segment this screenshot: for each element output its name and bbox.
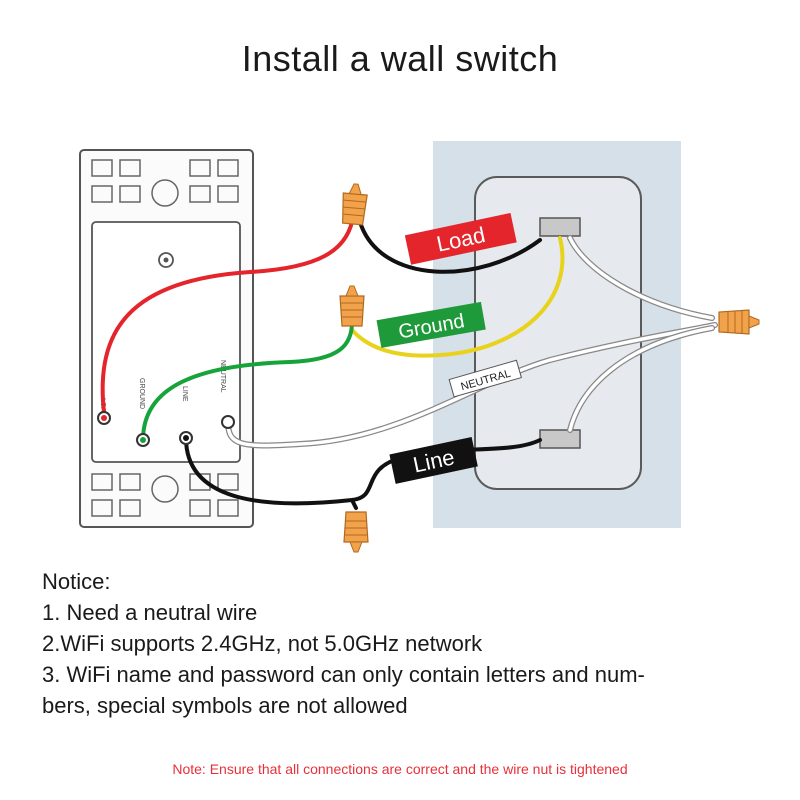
load-wire xyxy=(100,220,354,414)
footnote: Note: Ensure that all connections are co… xyxy=(172,761,628,777)
notice-item: 2.WiFi supports 2.4GHz, not 5.0GHz netwo… xyxy=(42,631,483,656)
load-tag xyxy=(404,212,517,265)
terminal-label-neutral: NEUTRAL xyxy=(219,360,226,393)
line-wire xyxy=(184,436,542,506)
neutral-tag xyxy=(448,359,523,398)
notice-heading: Notice: xyxy=(42,569,111,594)
ground-wire xyxy=(141,320,354,442)
wiring-diagram: LOAD GROUND LINE NEUTRAL xyxy=(79,141,760,553)
wire-nut-load xyxy=(340,182,369,226)
wire-nut-line xyxy=(343,511,369,553)
notice-section: Notice: 1. Need a neutral wire 2.WiFi su… xyxy=(42,566,772,721)
smart-switch-body xyxy=(79,149,254,528)
page-title: Install a wall switch xyxy=(241,38,559,79)
notice-item: 3. WiFi name and password can only conta… xyxy=(42,662,645,687)
terminal-label-line: LINE xyxy=(181,386,188,402)
wire-nut-neutral xyxy=(718,309,760,335)
terminal-label-ground: GROUND xyxy=(138,378,145,409)
notice-item: 1. Need a neutral wire xyxy=(42,600,258,625)
terminal-neutral xyxy=(221,415,235,429)
wall-box xyxy=(433,141,681,528)
ground-tag xyxy=(376,301,486,348)
line-tag xyxy=(389,437,478,484)
notice-item: bers, special symbols are not allowed xyxy=(42,693,408,718)
ground-wire-box xyxy=(350,236,565,358)
wire-nut-ground xyxy=(339,285,365,327)
